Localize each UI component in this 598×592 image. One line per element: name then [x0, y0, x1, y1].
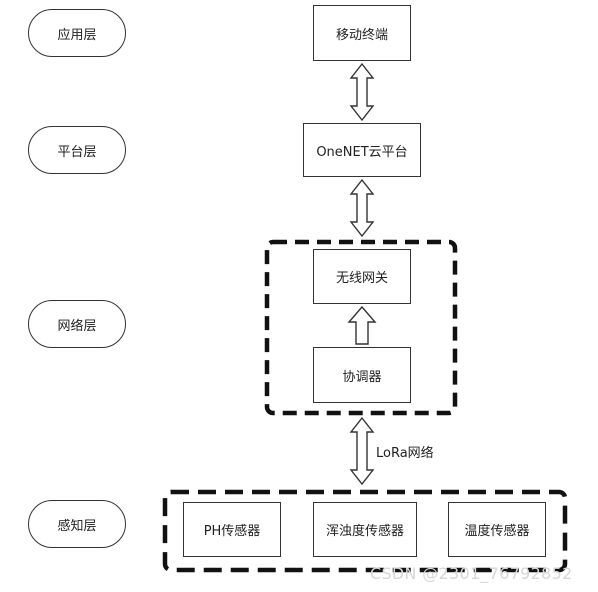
double-arrow-mobile-onenet — [349, 62, 375, 122]
node-mobile-terminal-label: 移动终端 — [335, 27, 388, 43]
csdn-watermark: CSDN @2301_76792852 — [370, 564, 573, 583]
node-onenet-platform: OneNET云平台 — [303, 123, 421, 177]
layer-perception-label: 感知层 — [57, 518, 97, 534]
double-arrow-onenet-gateway — [349, 178, 375, 238]
node-coordinator: 协调器 — [313, 347, 411, 403]
layer-application-label: 应用层 — [57, 27, 97, 43]
layer-network: 网络层 — [28, 300, 126, 348]
node-mobile-terminal: 移动终端 — [313, 5, 411, 61]
node-temperature-sensor-label: 温度传感器 — [464, 524, 530, 539]
node-turbidity-sensor: 浑浊度传感器 — [313, 502, 417, 557]
up-arrow-coordinator-gateway — [347, 305, 377, 345]
perception-group-border — [162, 489, 568, 573]
layer-platform: 平台层 — [28, 126, 126, 174]
layer-application: 应用层 — [28, 9, 126, 57]
node-ph-sensor: PH传感器 — [183, 502, 281, 557]
node-coordinator-label: 协调器 — [342, 369, 382, 385]
node-onenet-platform-label: OneNET云平台 — [316, 144, 408, 160]
lora-network-label: LoRa网络 — [376, 446, 434, 461]
node-turbidity-sensor-label: 浑浊度传感器 — [325, 524, 404, 539]
layer-perception: 感知层 — [28, 500, 126, 548]
node-temperature-sensor: 温度传感器 — [448, 502, 546, 557]
layer-network-label: 网络层 — [57, 318, 97, 334]
network-group-border — [264, 239, 458, 416]
double-arrow-lora — [349, 416, 375, 486]
node-ph-sensor-label: PH传感器 — [203, 524, 261, 539]
layer-platform-label: 平台层 — [57, 144, 97, 160]
node-wireless-gateway: 无线网关 — [313, 249, 411, 304]
node-wireless-gateway-label: 无线网关 — [335, 271, 388, 286]
